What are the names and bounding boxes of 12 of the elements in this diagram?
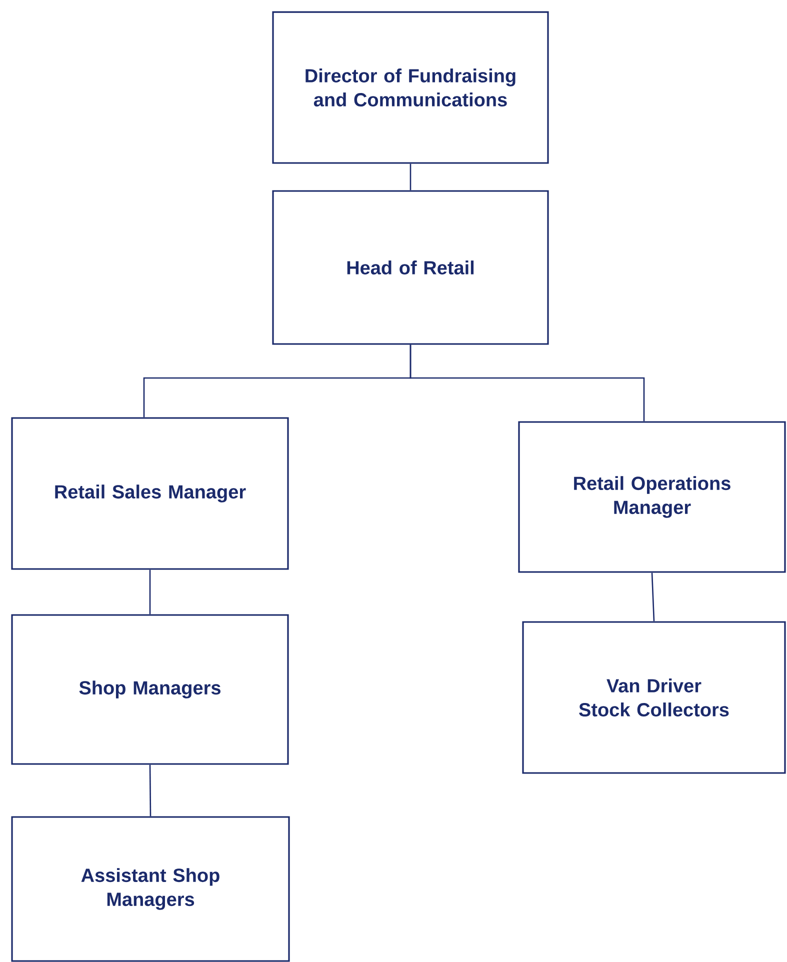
connector-line — [651, 572, 655, 622]
org-box: Retail Operations Manager — [518, 421, 786, 573]
connector-line — [149, 764, 152, 816]
connector-line — [410, 344, 645, 422]
org-box: Head of Retail — [272, 190, 549, 345]
org-box: Van Driver Stock Collectors — [522, 621, 786, 774]
org-box: Retail Sales Manager — [11, 417, 289, 570]
connector-line — [149, 570, 151, 614]
connector-line — [410, 164, 412, 190]
org-box: Shop Managers — [11, 614, 289, 765]
org-box: Assistant Shop Managers — [11, 816, 290, 962]
org-box: Director of Fundraising and Communications — [272, 11, 549, 164]
